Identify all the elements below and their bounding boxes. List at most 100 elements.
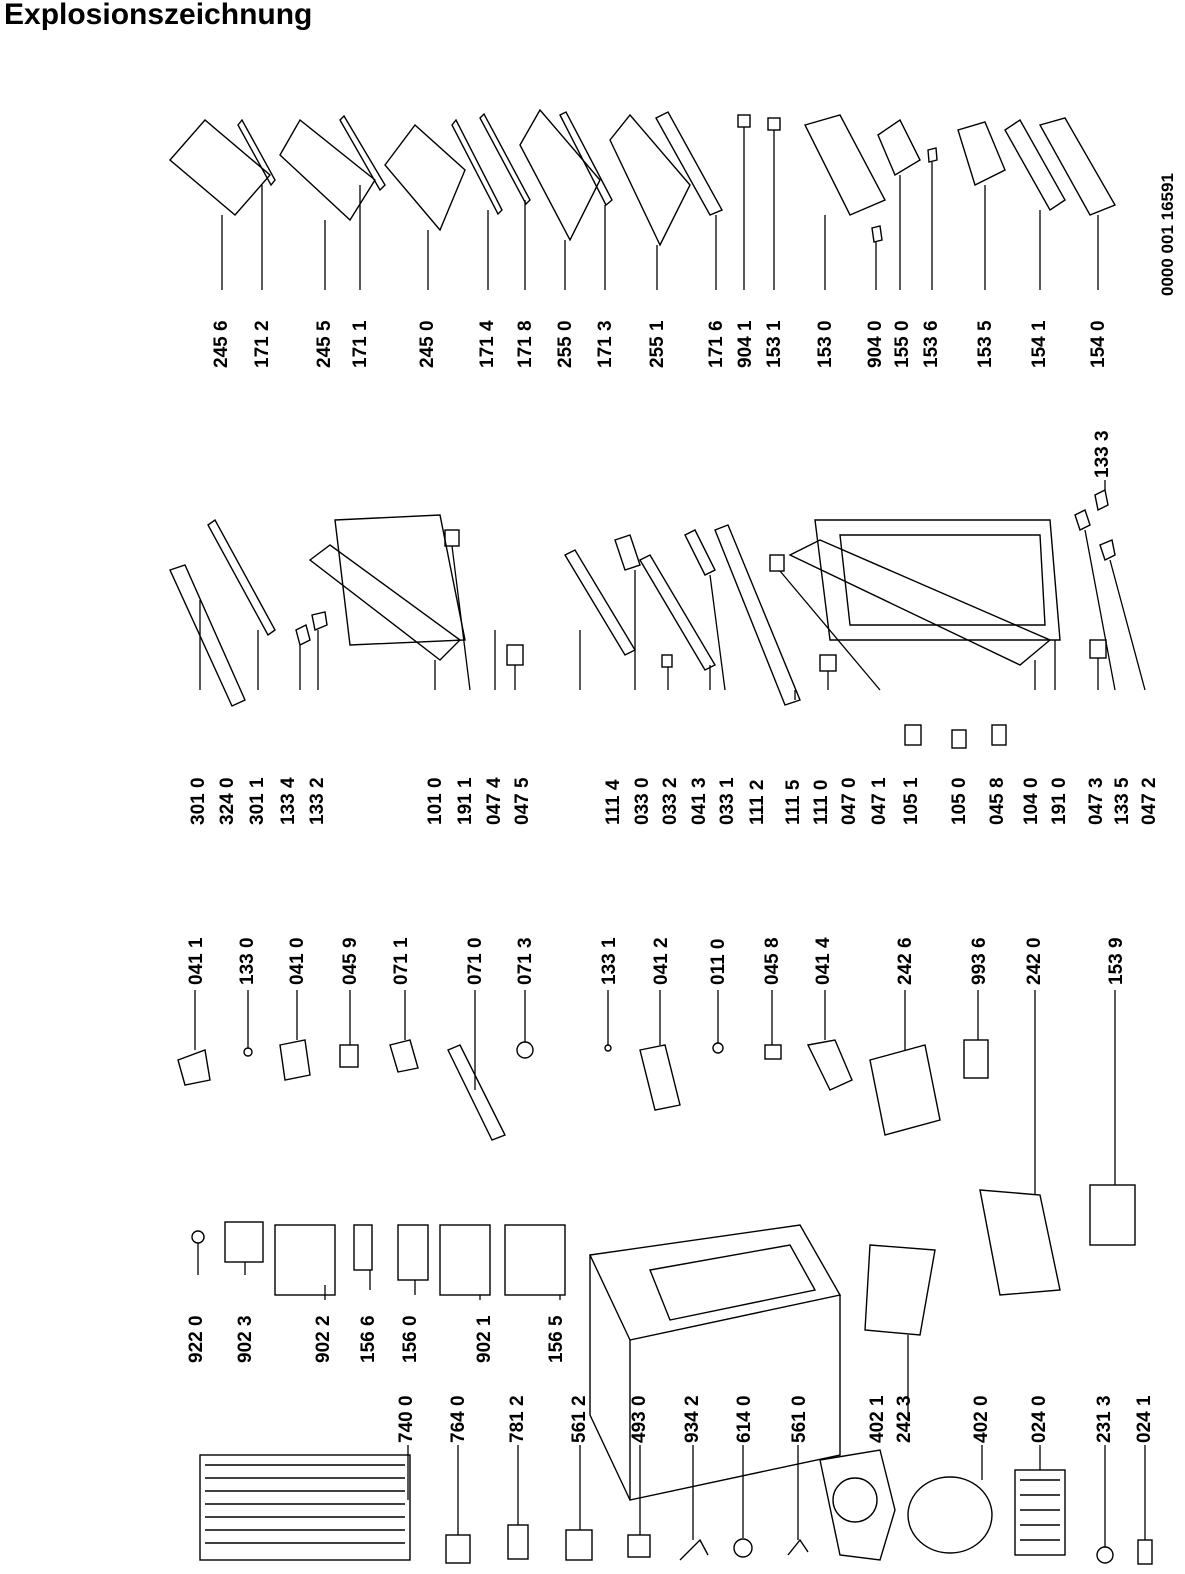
part-label: 171 3 [595, 320, 616, 368]
part-label: 171 2 [252, 320, 273, 368]
part-label: 133 3 [1092, 430, 1113, 478]
part-label: 402 1 [867, 1395, 888, 1443]
glass-shelf-255-1 [609, 113, 691, 290]
part-label: 153 5 [975, 320, 996, 368]
shelf-245-6 [169, 119, 271, 290]
part-label: 045 8 [987, 777, 1008, 825]
part-label: 301 0 [188, 777, 209, 825]
part-156-6 [353, 1224, 373, 1290]
part-label: 071 1 [391, 937, 412, 985]
part-label: 993 6 [969, 937, 990, 985]
part-024-1 [1137, 1445, 1153, 1565]
part-label: 033 1 [717, 777, 738, 825]
part-902-2 [274, 1224, 336, 1300]
part-label: 156 0 [400, 1315, 421, 1363]
part-label: 153 1 [764, 320, 785, 368]
crisper-242-0 [979, 990, 1061, 1296]
part-label: 402 0 [971, 1395, 992, 1443]
part-label: 493 0 [629, 1395, 650, 1443]
part-label: 561 2 [569, 1395, 590, 1443]
part-label: 041 4 [813, 937, 834, 985]
part-781-2 [507, 1445, 529, 1560]
part-label: 153 0 [815, 320, 836, 368]
part-label: 047 1 [869, 777, 890, 825]
part-label: 255 0 [555, 320, 576, 368]
part-label: 764 0 [448, 1395, 469, 1443]
part-label: 171 6 [706, 320, 727, 368]
part-label: 245 6 [211, 320, 232, 368]
part-153-9 [1089, 990, 1136, 1246]
part-902-3 [224, 1221, 264, 1275]
part-label: 133 0 [237, 937, 258, 985]
part-label: 614 0 [734, 1395, 755, 1443]
part-label: 111 5 [783, 779, 804, 825]
part-label: 561 0 [789, 1395, 810, 1443]
door-shelf-153-0 [803, 114, 886, 290]
part-label: 902 2 [313, 1315, 334, 1363]
part-label: 904 1 [735, 320, 756, 368]
part-label: 324 0 [217, 777, 238, 825]
part-label: 041 0 [287, 937, 308, 985]
part-label: 047 4 [484, 777, 505, 825]
part-label: 047 0 [839, 777, 860, 825]
part-label: 781 2 [507, 1395, 528, 1443]
part-label: 155 0 [892, 320, 913, 368]
part-label: 041 3 [689, 777, 710, 825]
part-label: 111 0 [811, 779, 832, 825]
part-label: 105 0 [949, 777, 970, 825]
part-label: 045 8 [762, 937, 783, 985]
part-label: 071 3 [515, 937, 536, 985]
part-614-0 [733, 1445, 753, 1558]
part-label: 154 0 [1088, 320, 1109, 368]
cabinet-outline [588, 1224, 842, 1501]
box-242-3 [864, 1244, 936, 1420]
part-231-3 [1096, 1445, 1114, 1564]
part-label: 904 0 [865, 320, 886, 368]
part-label: 133 4 [278, 777, 299, 825]
part-label: 154 1 [1029, 320, 1050, 368]
part-label: 156 5 [546, 1315, 567, 1363]
part-label: 071 0 [465, 937, 486, 985]
part-label: 033 2 [660, 777, 681, 825]
part-label: 191 0 [1049, 777, 1070, 825]
part-label: 105 1 [901, 777, 922, 825]
part-922-0 [191, 1230, 205, 1275]
part-label: 242 6 [895, 937, 916, 985]
part-label: 171 4 [477, 320, 498, 368]
part-label: 171 8 [515, 320, 536, 368]
fridge-door-104-0 [788, 519, 1061, 690]
part-label: 153 6 [921, 320, 942, 368]
hinge-041-0 [279, 990, 311, 1081]
part-label: 171 1 [350, 320, 371, 368]
handle-301-0 [169, 564, 246, 707]
grille-024-0 [1014, 1445, 1066, 1556]
compressor-402-0 [907, 1445, 993, 1554]
glass-shelf-255-0 [519, 108, 601, 290]
drip-tray-402-1 [819, 1449, 896, 1561]
part-label: 011 0 [708, 938, 729, 986]
part-label: 245 5 [314, 320, 335, 368]
part-label: 934 2 [682, 1395, 703, 1443]
part-label: 041 2 [651, 937, 672, 985]
part-label: 033 0 [632, 777, 653, 825]
part-label: 133 1 [599, 937, 620, 985]
part-label: 111 2 [747, 779, 768, 825]
hinge-041-1 [177, 990, 211, 1086]
part-label: 156 6 [358, 1315, 379, 1363]
part-label: 242 3 [894, 1395, 915, 1443]
part-label: 047 2 [1139, 777, 1160, 825]
part-label: 024 1 [1134, 1395, 1155, 1443]
part-label: 245 0 [417, 320, 438, 368]
part-label: 191 1 [455, 777, 476, 825]
part-label: 047 5 [512, 777, 533, 825]
part-label: 045 9 [340, 937, 361, 985]
part-561-2 [565, 1445, 593, 1561]
part-label: 255 1 [647, 320, 668, 368]
part-label: 231 3 [1094, 1395, 1115, 1443]
door-shelf-153-5 [957, 121, 1006, 290]
part-label: 922 0 [186, 1315, 207, 1363]
part-label: 104 0 [1021, 777, 1042, 825]
part-label: 041 1 [186, 937, 207, 985]
drawing-number: 0000 001 16591 [1158, 173, 1177, 296]
